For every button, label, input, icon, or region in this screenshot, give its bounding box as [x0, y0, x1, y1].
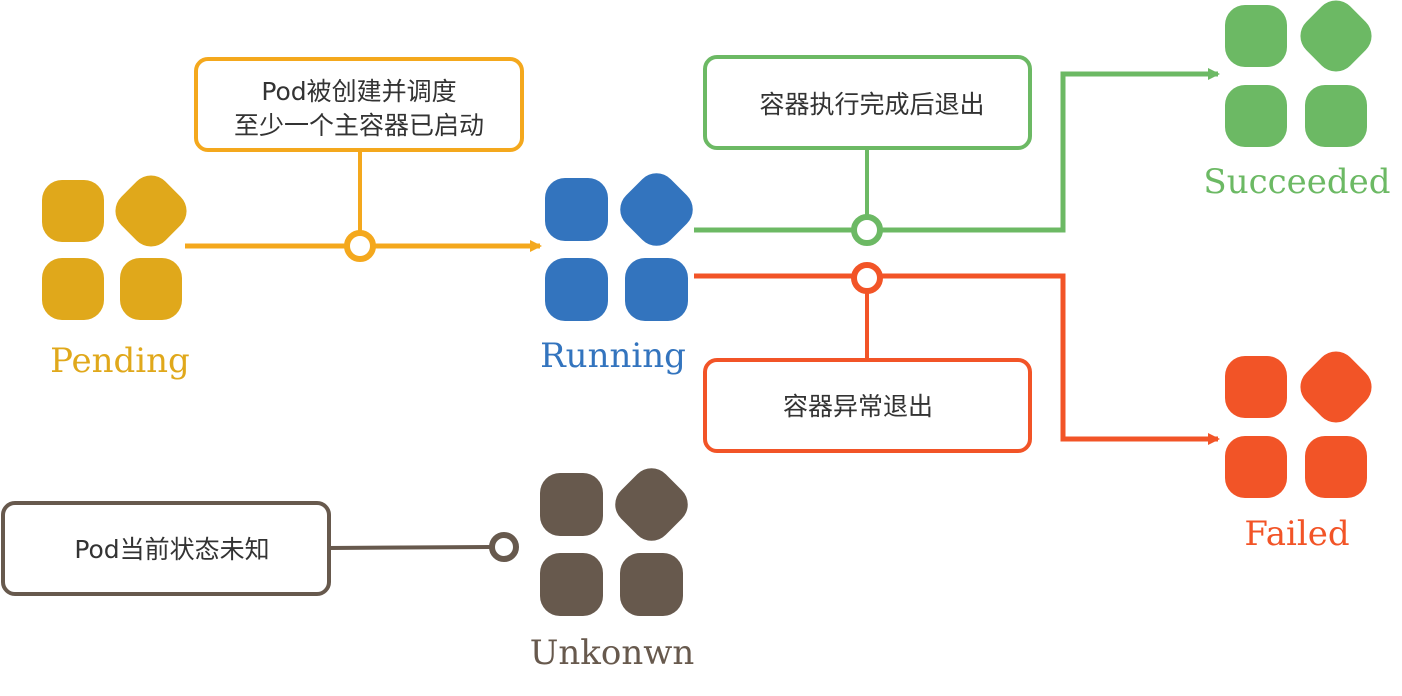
state-label-unknown: Unkonwn — [530, 633, 695, 673]
pod-icon — [545, 173, 693, 321]
pod-icon — [1225, 351, 1372, 498]
failed-state: Failed — [1225, 351, 1372, 554]
pending-state: Pending — [42, 175, 190, 381]
transition-running-to-failed: 容器异常退出 — [694, 262, 1220, 453]
condition-text-completed: 容器执行完成后退出 — [759, 90, 984, 119]
connector-line — [328, 545, 492, 550]
state-label-running: Running — [540, 336, 686, 376]
condition-text-line2: 至少一个主容器已启动 — [234, 111, 484, 140]
transition-pending-to-running: Pod被创建并调度 至少一个主容器已启动 — [185, 57, 542, 262]
succeeded-state: Succeeded — [1203, 0, 1391, 202]
state-label-failed: Failed — [1244, 514, 1349, 554]
condition-text-unknown: Pod当前状态未知 — [74, 535, 269, 564]
pod-icon — [42, 175, 187, 320]
condition-box-unknown — [1, 501, 331, 596]
condition-text-error: 容器异常退出 — [783, 392, 933, 421]
connector-node — [851, 214, 883, 246]
connector-node — [489, 532, 519, 562]
connector-node — [851, 262, 883, 294]
running-state: Running — [540, 173, 693, 376]
transition-running-to-succeeded: 容器执行完成后退出 — [694, 55, 1220, 246]
pod-icon — [1225, 0, 1372, 147]
state-label-pending: Pending — [50, 341, 190, 381]
pod-icon — [540, 468, 688, 616]
condition-box-error — [703, 358, 1032, 453]
condition-box-completed — [703, 55, 1032, 150]
state-label-succeeded: Succeeded — [1203, 162, 1390, 202]
condition-text-line1: Pod被创建并调度 — [261, 77, 456, 106]
unknown-state: Unkonwn — [530, 468, 695, 673]
condition-box-scheduled — [194, 57, 524, 152]
transition-unknown: Pod当前状态未知 — [1, 501, 519, 596]
connector-node — [344, 230, 376, 262]
